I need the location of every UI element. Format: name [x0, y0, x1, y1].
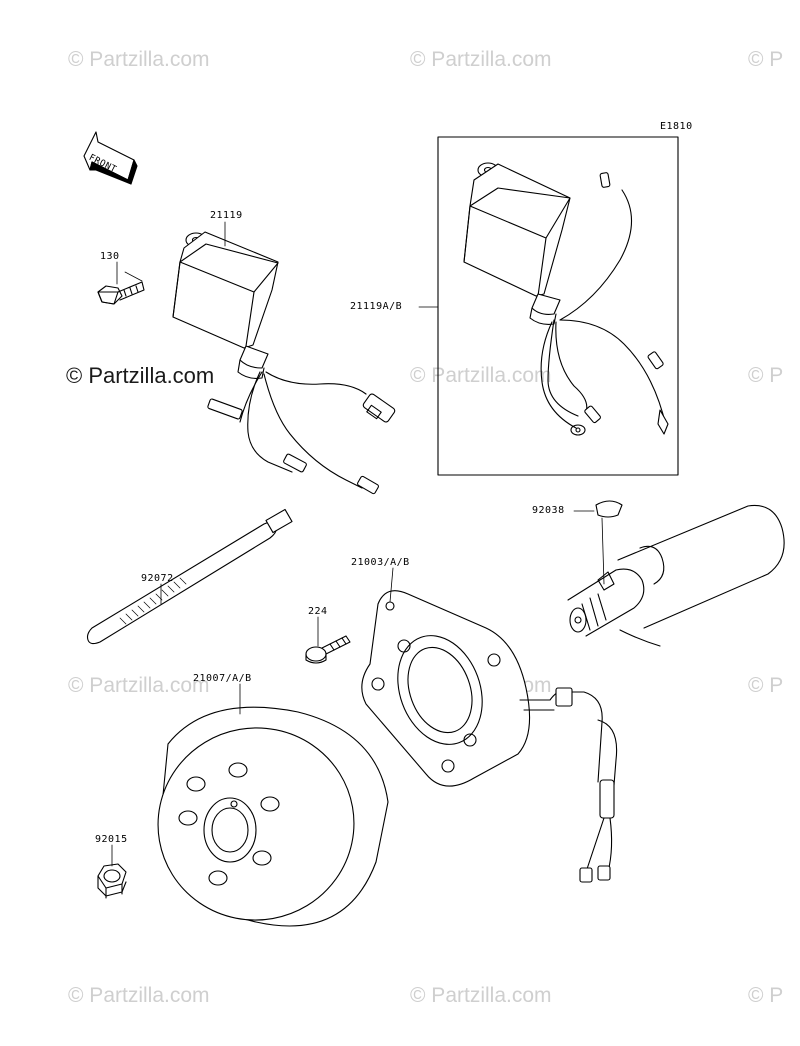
callout-92072: 92072 — [141, 573, 174, 584]
watermark: © P — [748, 364, 784, 387]
crankshaft — [567, 504, 785, 647]
callout-21007ab: 21007/A/B — [193, 673, 252, 684]
watermark: © P — [748, 674, 784, 697]
cable-tie-92072 — [86, 508, 293, 645]
callout-224: 224 — [308, 606, 328, 617]
callout-21119ab: 21119A/B — [350, 301, 403, 312]
stator-plate — [361, 590, 618, 883]
front-arrow-icon — [83, 131, 138, 185]
cdi-unit-21119 — [172, 231, 396, 495]
callout-92015: 92015 — [95, 834, 128, 845]
watermark: © Partzilla.com — [68, 48, 210, 71]
woodruff-key-92038 — [595, 500, 623, 518]
watermark: © P — [748, 48, 784, 71]
diagram-code: E1810 — [660, 121, 693, 132]
cdi-unit-21119ab — [463, 162, 669, 436]
callout-21119: 21119 — [210, 210, 243, 221]
leader-lines — [111, 221, 605, 867]
watermark: © P — [748, 984, 784, 1007]
flywheel — [157, 706, 389, 927]
bolt-130 — [97, 281, 145, 305]
watermark: © Partzilla.com — [66, 363, 215, 388]
bolt-224 — [305, 635, 351, 664]
nut-92015 — [97, 863, 127, 899]
variant-frame — [437, 136, 679, 476]
watermark: © Partzilla.com — [410, 48, 552, 71]
watermark: © Partzilla.com — [68, 674, 210, 697]
callout-130: 130 — [100, 251, 120, 262]
watermark: © Partzilla.com — [410, 364, 552, 387]
watermark: © Partzilla.com — [68, 984, 210, 1007]
watermark: © Partzilla.com — [410, 984, 552, 1007]
callout-92038: 92038 — [532, 505, 565, 516]
callout-21003ab: 21003/A/B — [351, 557, 410, 568]
